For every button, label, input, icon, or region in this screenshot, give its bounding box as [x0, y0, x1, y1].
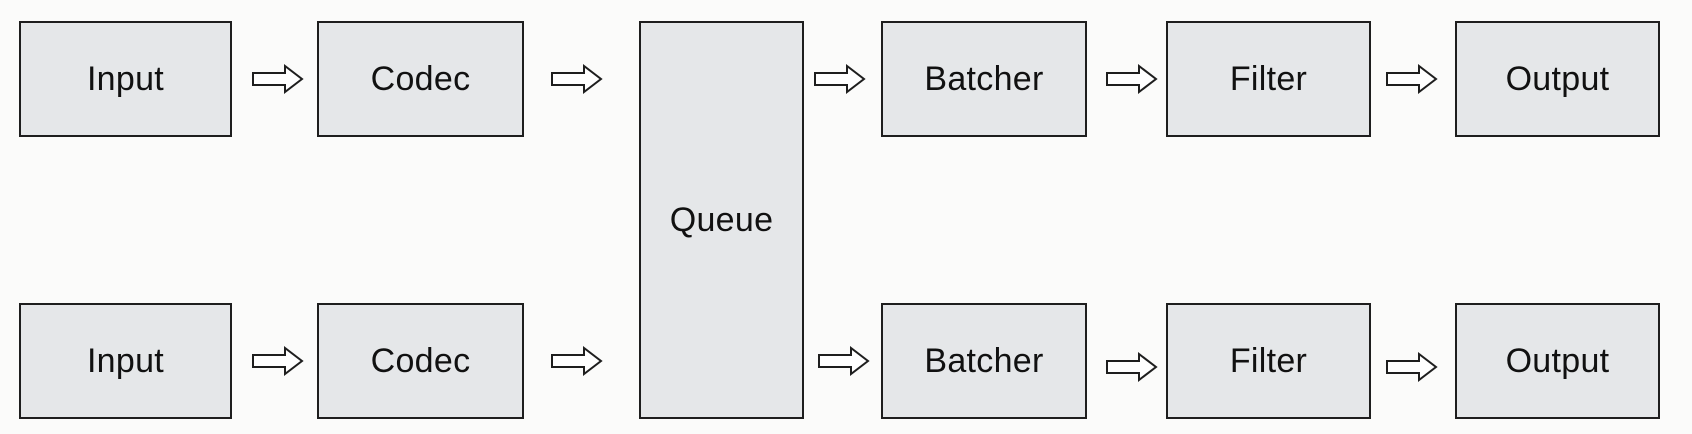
bottom-codec-box: Codec [317, 303, 524, 419]
arrow-icon [252, 64, 304, 94]
top-filter-label: Filter [1229, 59, 1308, 98]
top-output-box: Output [1455, 21, 1660, 137]
queue-box: Queue [639, 21, 804, 419]
arrow-icon [1386, 64, 1438, 94]
bottom-batcher-box: Batcher [881, 303, 1087, 419]
top-input-box: Input [19, 21, 232, 137]
bottom-input-label: Input [86, 341, 165, 380]
arrow-icon [1106, 352, 1158, 382]
arrow-icon [252, 346, 304, 376]
bottom-codec-label: Codec [370, 341, 471, 380]
arrow-icon [818, 346, 870, 376]
bottom-filter-label: Filter [1229, 341, 1308, 380]
top-output-label: Output [1505, 59, 1610, 98]
top-input-label: Input [86, 59, 165, 98]
arrow-icon [814, 64, 866, 94]
bottom-batcher-label: Batcher [924, 341, 1044, 380]
arrow-icon [1386, 352, 1438, 382]
bottom-filter-box: Filter [1166, 303, 1371, 419]
top-batcher-label: Batcher [924, 59, 1044, 98]
arrow-icon [551, 64, 603, 94]
bottom-input-box: Input [19, 303, 232, 419]
bottom-output-label: Output [1505, 341, 1610, 380]
queue-label: Queue [669, 200, 774, 239]
top-batcher-box: Batcher [881, 21, 1087, 137]
arrow-icon [1106, 64, 1158, 94]
top-filter-box: Filter [1166, 21, 1371, 137]
top-codec-box: Codec [317, 21, 524, 137]
arrow-icon [551, 346, 603, 376]
bottom-output-box: Output [1455, 303, 1660, 419]
top-codec-label: Codec [370, 59, 471, 98]
